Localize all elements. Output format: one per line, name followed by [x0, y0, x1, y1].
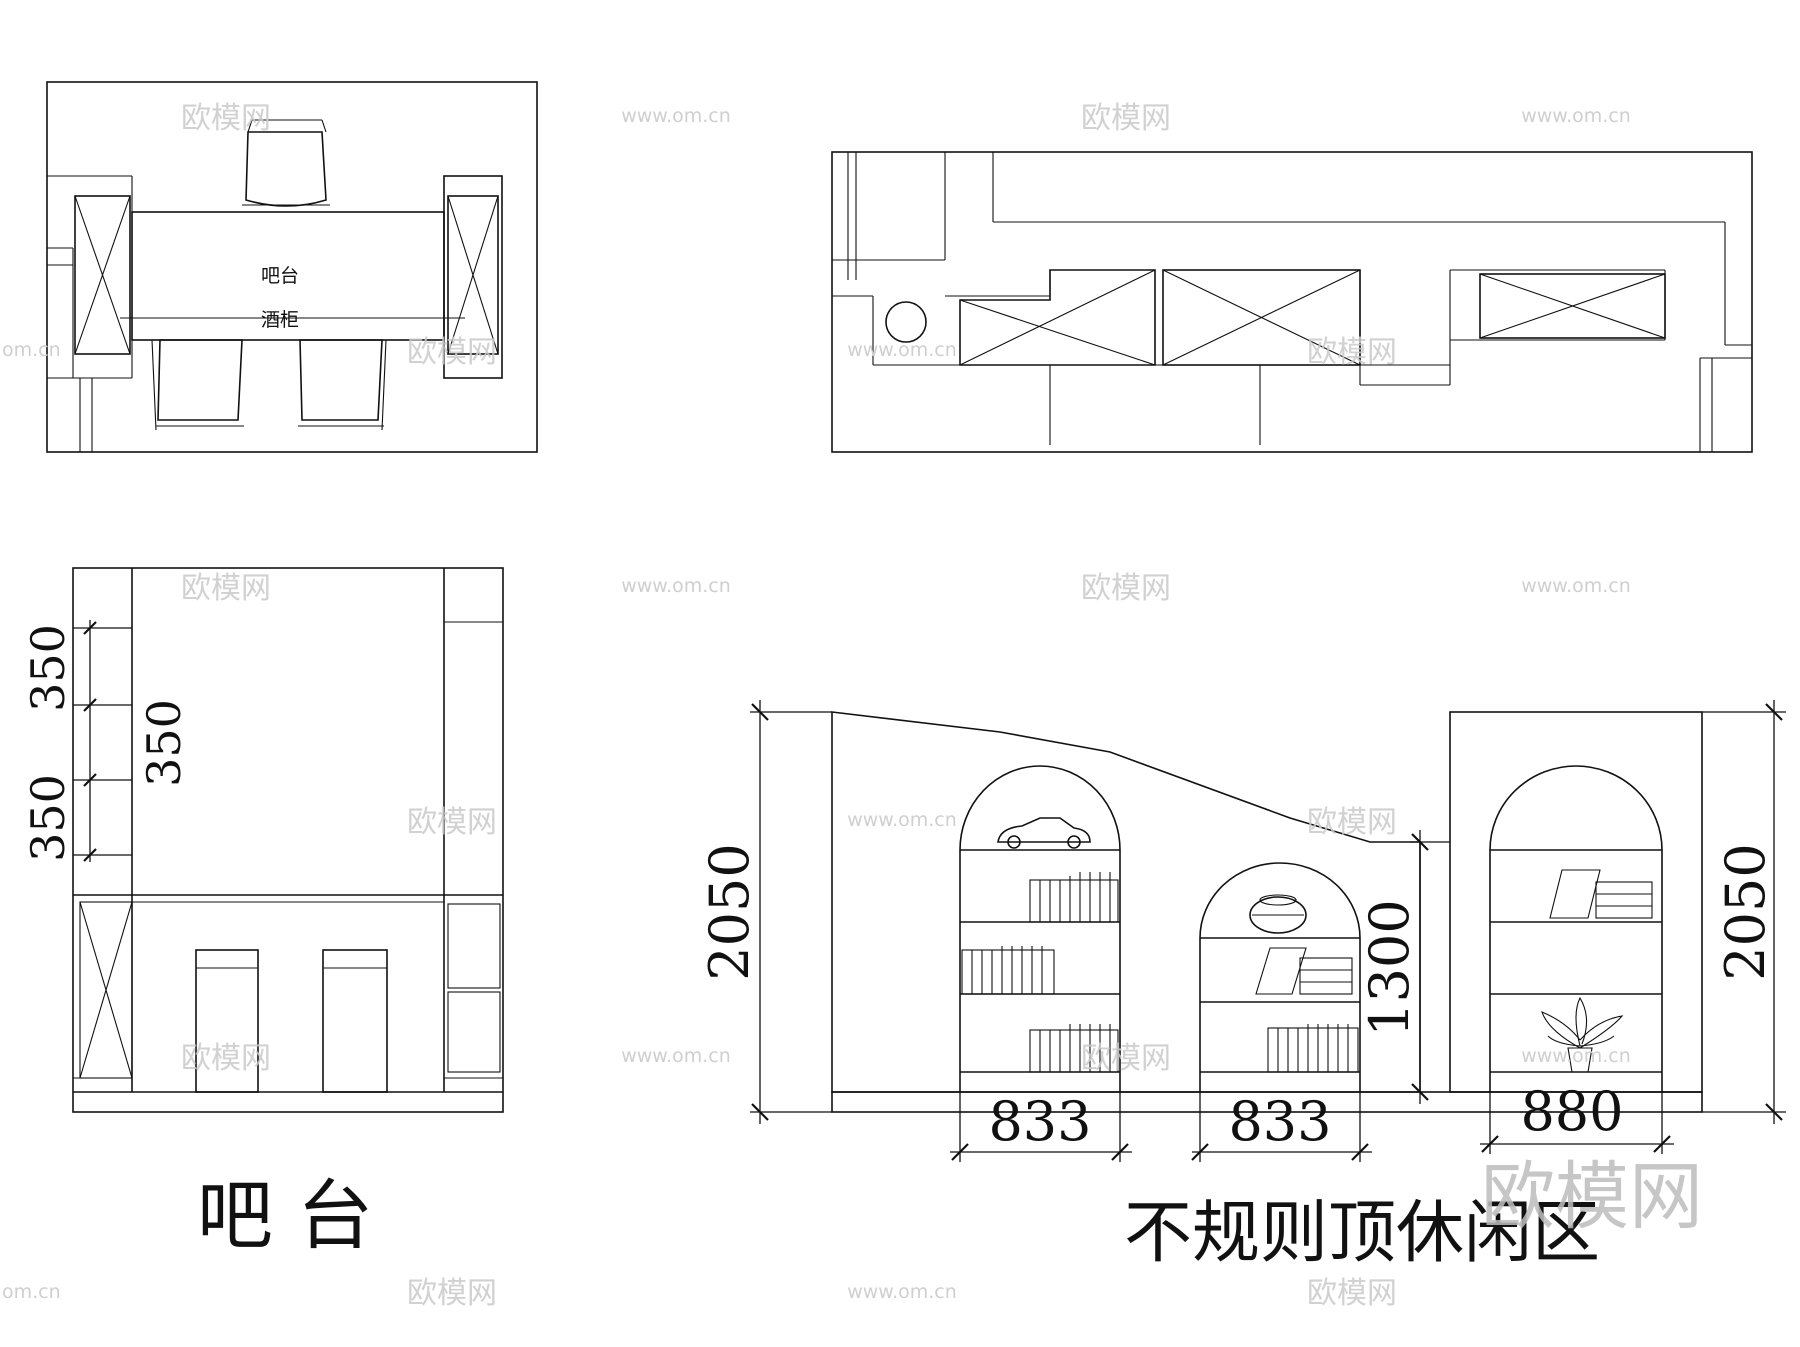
height-dim-left: [750, 700, 832, 1124]
chair-bottom-right: [298, 339, 387, 431]
books-row-1c: [1029, 1024, 1119, 1073]
watermark-brand: 欧模网: [1307, 335, 1397, 370]
irregular-ceiling-wall: [831, 711, 1421, 1093]
leisure-elevation: 2050 2050 1300: [698, 700, 1786, 1273]
plan-cabinet-1: [959, 269, 1156, 366]
arch-shelf-1: [959, 765, 1121, 1092]
bar-stool-right: [322, 949, 388, 1093]
bar-elevation: 350 350 350 吧 台: [21, 567, 504, 1260]
width-dim-chain: [950, 1092, 1674, 1162]
plan-cabinet-2: [1162, 269, 1361, 366]
books-row-1a: [1029, 872, 1119, 923]
books-row-2a: [1255, 947, 1353, 995]
height-dim-mid: [1410, 830, 1450, 1104]
bar-plan: 吧台 酒柜: [46, 81, 538, 453]
right-wall-tower: [1449, 711, 1703, 1093]
watermark-brand: 欧模网: [407, 1276, 497, 1311]
watermark-brand: 欧模网: [1307, 805, 1397, 840]
bar-elevation-frame: [72, 567, 504, 1113]
leisure-elevation-title: 不规则顶休闲区: [1124, 1194, 1600, 1273]
elev-right-cabinet: [447, 903, 501, 1073]
dim-350-lower: 350: [21, 774, 75, 862]
arch-shelf-2: [1199, 862, 1361, 1092]
watermark-url: www.om.cn: [847, 1281, 957, 1303]
height-dim-left-label: 2050: [698, 843, 761, 980]
height-dim-right-label: 2050: [1714, 843, 1777, 980]
chair-top: [242, 119, 330, 207]
chair-bottom-left: [151, 339, 244, 431]
watermark-brand: 欧模网: [181, 571, 271, 606]
leisure-plan: [831, 151, 1753, 453]
width-dim-1-label: 833: [988, 1090, 1091, 1153]
potted-plant-decor: [1541, 996, 1624, 1073]
dim-350-upper: 350: [21, 624, 75, 712]
books-row-1b: [961, 946, 1055, 995]
watermark-brand: 欧模网: [1081, 1041, 1171, 1076]
watermark-url: www.om.cn: [847, 809, 957, 831]
watermark-url-edge: om.cn: [2, 339, 61, 361]
width-dim-2-label: 833: [1228, 1090, 1331, 1153]
vase-decor: [1249, 894, 1307, 934]
watermark-brand: 欧模网: [181, 1041, 271, 1076]
watermark-brand: 欧模网: [1307, 1276, 1397, 1311]
width-dim-3-label: 880: [1520, 1080, 1623, 1143]
watermark-url: www.om.cn: [621, 105, 731, 127]
wine-cabinet-label: 酒柜: [261, 309, 299, 331]
books-row-2b: [1267, 1024, 1359, 1073]
watermark-url: www.om.cn: [621, 575, 731, 597]
bar-counter-plan: [131, 211, 445, 341]
watermark-url-edge: om.cn: [2, 1281, 61, 1303]
watermark-brand: 欧模网: [1081, 101, 1171, 136]
height-dim-mid-label: 1300: [1358, 899, 1421, 1036]
watermark-brand: 欧模网: [1081, 571, 1171, 606]
bar-stool-left: [195, 949, 259, 1093]
watermark-url: www.om.cn: [847, 339, 957, 361]
watermark-url: www.om.cn: [1521, 105, 1631, 127]
watermarks: 欧模网 欧模网 欧模网 欧模网 欧模网 欧模网 欧模网 欧模网 欧模网 欧模网 …: [2, 101, 1703, 1311]
watermark-url: www.om.cn: [621, 1045, 731, 1067]
plan-cabinet-3: [1479, 273, 1666, 339]
bar-plan-frame: [46, 81, 538, 453]
leisure-plan-frame: [831, 151, 1753, 453]
arch-shelf-3: [1489, 765, 1663, 1092]
car-model-decor: [997, 817, 1091, 849]
watermark-brand: 欧模网: [181, 101, 271, 136]
books-row-3a: [1549, 869, 1653, 919]
watermark-corner-logo: 欧模网: [1481, 1154, 1703, 1240]
watermark-url: www.om.cn: [1521, 575, 1631, 597]
plan-round-table: [885, 301, 927, 343]
dim-350-inner: 350: [137, 699, 191, 787]
watermark-brand: 欧模网: [407, 805, 497, 840]
watermark-brand: 欧模网: [407, 335, 497, 370]
height-dim-right: [1702, 700, 1786, 1124]
shelf-dimension-chain: [73, 620, 132, 862]
bar-label: 吧台: [261, 265, 299, 287]
left-wine-cabinet-plan: [74, 195, 131, 355]
bar-elevation-title: 吧 台: [197, 1171, 373, 1260]
elev-left-cabinet: [79, 901, 133, 1079]
watermark-url: www.om.cn: [1521, 1045, 1631, 1067]
